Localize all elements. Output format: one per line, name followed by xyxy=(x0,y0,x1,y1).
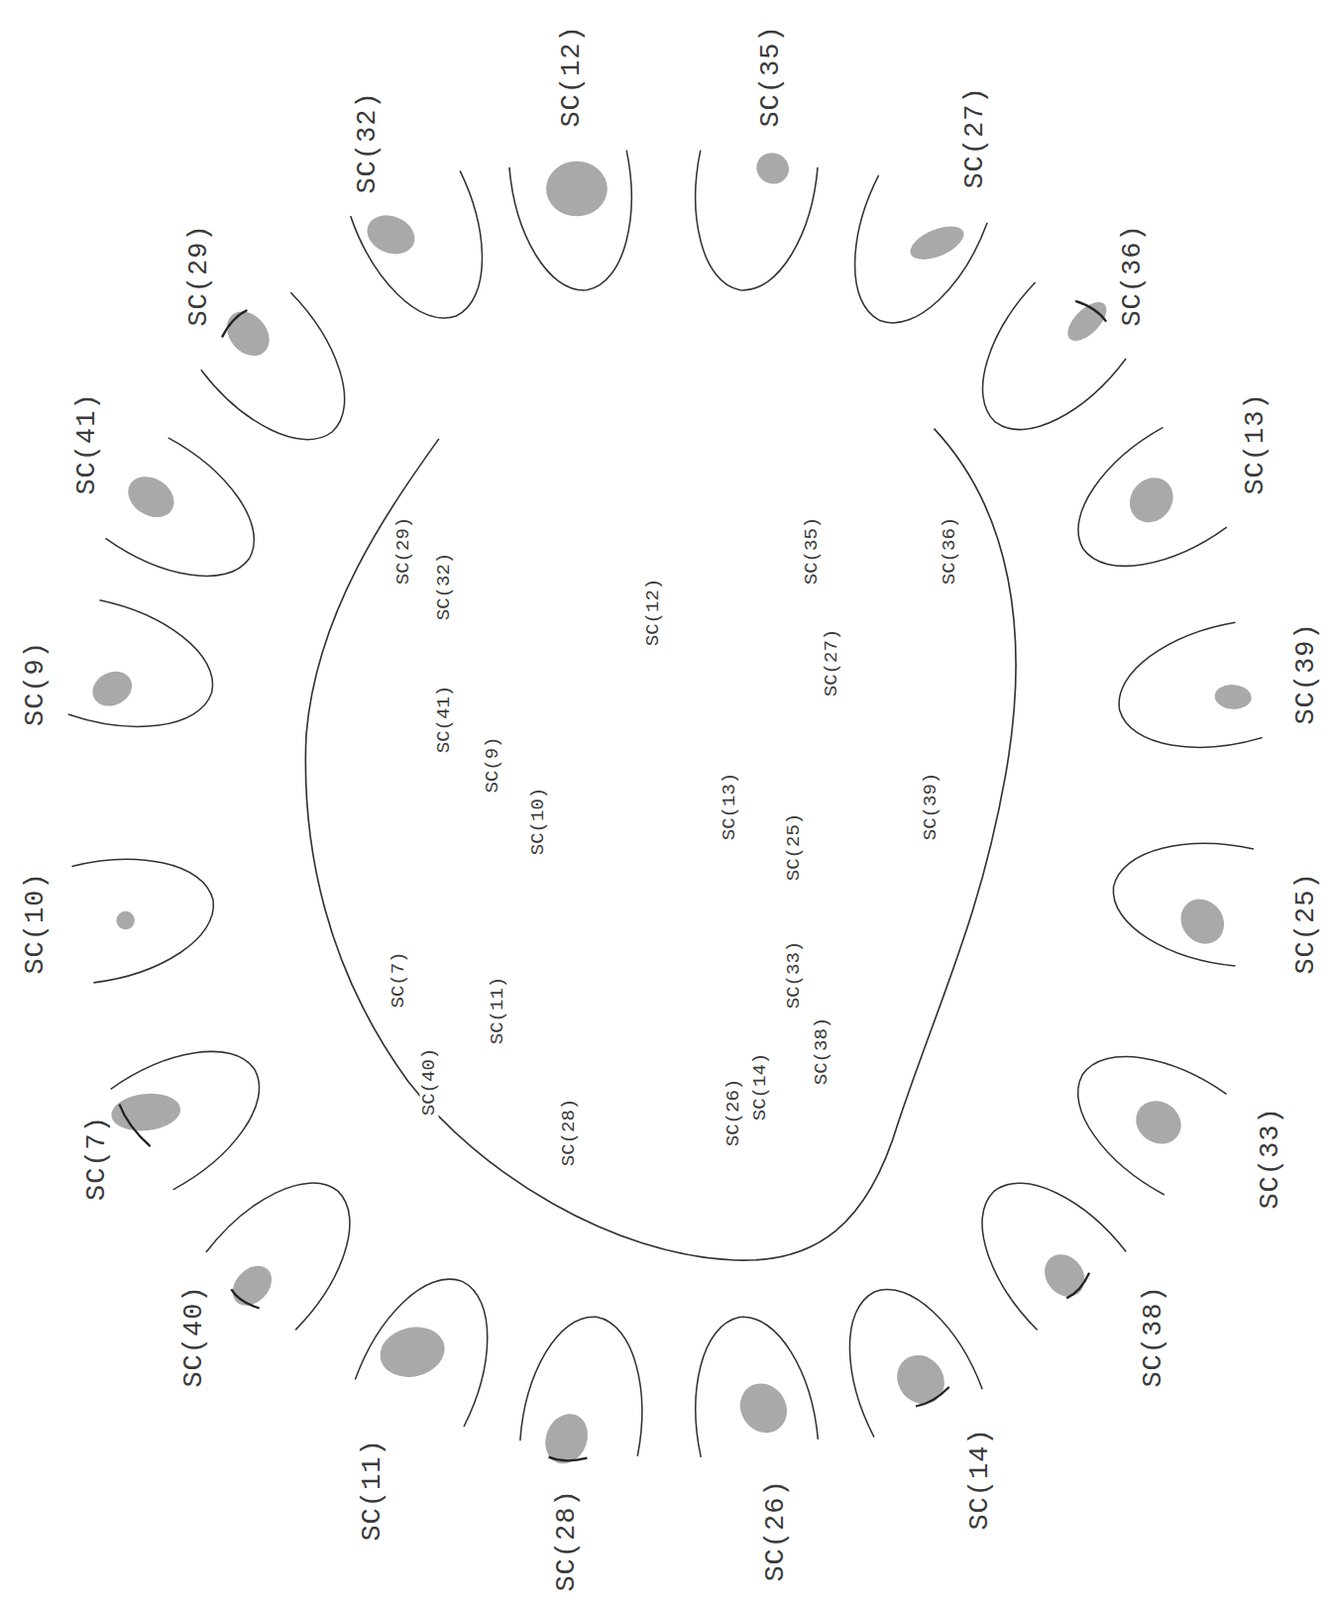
spot-edge xyxy=(1064,1273,1094,1301)
cell-outline xyxy=(825,175,989,345)
cell-outline xyxy=(1104,828,1254,968)
cell-label: SC(38) xyxy=(1139,1286,1167,1389)
shaded-spot xyxy=(218,303,278,365)
cell-outline xyxy=(105,438,281,610)
region-label: SC(13) xyxy=(720,770,740,842)
region-label: SC(10) xyxy=(528,785,548,858)
shaded-spot xyxy=(538,1408,595,1471)
cell-outline xyxy=(1050,427,1227,600)
cell-outline xyxy=(354,1257,518,1428)
cell-outlines xyxy=(68,147,1263,1471)
spot-edge xyxy=(229,1286,259,1314)
spot-edge xyxy=(1075,296,1107,325)
shaded-spot xyxy=(87,664,139,713)
shaded-spot xyxy=(1120,468,1183,532)
spot-edge xyxy=(913,1387,952,1409)
shaded-spot xyxy=(110,1091,184,1135)
spot-edge xyxy=(548,1453,587,1465)
shaded-spot xyxy=(751,147,794,190)
region-label: SC(39) xyxy=(921,770,941,842)
cell-outline xyxy=(200,292,378,471)
cell-outline xyxy=(1106,622,1263,770)
cell-outline xyxy=(680,1308,819,1457)
cell-label: SC(40) xyxy=(180,1286,208,1389)
cell-label: SC(36) xyxy=(1119,223,1147,327)
cell-label: SC(32) xyxy=(353,92,381,195)
region-label: SC(9) xyxy=(483,735,503,796)
region-label: SC(33) xyxy=(784,938,804,1010)
shaded-spot xyxy=(361,208,422,261)
shaded-spot xyxy=(730,1374,796,1442)
region-label: SC(27) xyxy=(822,627,842,699)
region-label: SC(26) xyxy=(723,1076,743,1148)
cell-label: SC(29) xyxy=(185,223,213,327)
shaded-spot xyxy=(1036,1246,1094,1306)
region-label: SC(7) xyxy=(388,949,408,1010)
cell-label: SC(25) xyxy=(1293,873,1321,976)
cell-label: SC(35) xyxy=(757,25,784,128)
cell-label: SC(11) xyxy=(358,1438,386,1542)
cell-label: SC(14) xyxy=(966,1429,994,1532)
cell-outline xyxy=(68,599,228,751)
spot-edge xyxy=(117,1102,151,1150)
shaded-spot xyxy=(1214,683,1253,711)
shaded-spot xyxy=(374,1321,450,1384)
region-label: SC(38) xyxy=(812,1015,832,1088)
region-label: SC(36) xyxy=(939,515,959,587)
cell-outline xyxy=(349,170,511,339)
region-label: SC(41) xyxy=(435,683,454,756)
cell-label: SC(28) xyxy=(553,1490,580,1593)
cell-outline xyxy=(206,1152,384,1331)
cell-label: SC(26) xyxy=(762,1479,789,1582)
cell-outline xyxy=(680,150,818,300)
spot-edge xyxy=(218,309,250,338)
cell-outline xyxy=(508,150,646,300)
cell-outline xyxy=(1051,1024,1227,1197)
cell-outline xyxy=(949,1152,1127,1331)
cell-label: SC(33) xyxy=(1257,1106,1285,1210)
region-label: SC(28) xyxy=(558,1097,578,1169)
cell-label: SC(13) xyxy=(1241,392,1269,495)
cell-label: SC(27) xyxy=(961,86,989,189)
region-label: SC(12) xyxy=(644,576,664,649)
region-label: SC(11) xyxy=(487,974,507,1046)
cell-outline xyxy=(71,841,224,984)
region-label: SC(35) xyxy=(801,515,821,587)
region-label: SC(40) xyxy=(419,1046,439,1118)
cell-label: SC(12) xyxy=(557,25,585,128)
region-label: SC(29) xyxy=(393,515,413,587)
cell-label: SC(41) xyxy=(73,392,101,495)
shaded-spot xyxy=(886,1345,954,1414)
cell-outline xyxy=(110,1018,286,1191)
shaded-spot xyxy=(1061,295,1113,347)
cell-outline xyxy=(949,282,1126,461)
cell-label: SC(39) xyxy=(1293,622,1321,725)
shaded-spot xyxy=(1171,890,1233,954)
region-label: SC(14) xyxy=(751,1051,771,1123)
cell-outline xyxy=(819,1268,983,1439)
region-label: SC(32) xyxy=(435,551,454,623)
shaded-spot xyxy=(1127,1093,1190,1154)
cell-label: SC(7) xyxy=(83,1115,111,1202)
shaded-spot xyxy=(224,1258,280,1315)
inner-outline xyxy=(305,429,1016,1262)
shaded-spot xyxy=(113,908,138,933)
cell-label: SC(9) xyxy=(22,641,50,727)
region-label: SC(25) xyxy=(784,811,804,884)
shaded-spot xyxy=(120,468,183,527)
cell-label: SC(10) xyxy=(22,873,50,976)
shaded-spot xyxy=(546,161,608,218)
shaded-spot xyxy=(905,219,970,266)
